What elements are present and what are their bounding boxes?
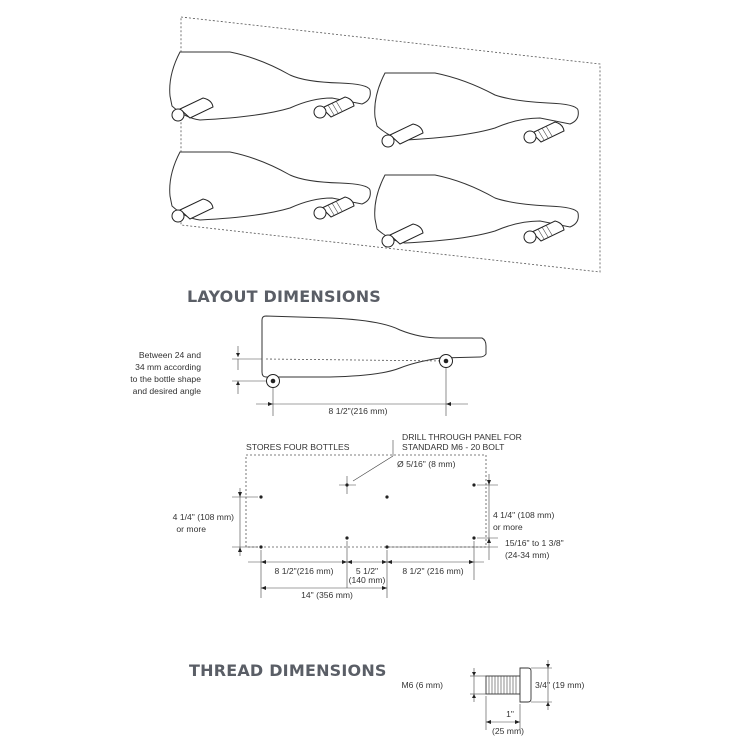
left-vertical-label-2: or more bbox=[176, 524, 206, 534]
thread-heading: THREAD DIMENSIONS bbox=[189, 661, 387, 680]
side-view-diagram: Between 24 and 34 mm according to the bo… bbox=[130, 315, 487, 416]
right-vertical-label-1: 4 1/4" (108 mm) bbox=[493, 510, 554, 520]
right-vertical-label-2: or more bbox=[493, 522, 523, 532]
bolt-icon bbox=[381, 123, 424, 148]
span-middle-label-1: 5 1/2" bbox=[356, 566, 378, 576]
drill-label-line-1: DRILL THROUGH PANEL FOR bbox=[402, 432, 522, 442]
span-middle-label-2: (140 mm) bbox=[349, 575, 386, 585]
side-bottle-outline bbox=[261, 315, 487, 378]
hole-marker bbox=[472, 536, 476, 540]
bolt-shank bbox=[485, 675, 521, 695]
side-note-line-2: 34 mm according bbox=[135, 362, 201, 372]
bolt-icon bbox=[523, 121, 565, 144]
bottle-bottom-right bbox=[374, 174, 579, 248]
bolt-icon bbox=[439, 354, 453, 368]
bolt-icon bbox=[171, 97, 214, 122]
bolt-icon bbox=[381, 223, 424, 248]
hole-diameter-label: Ø 5/16" (8 mm) bbox=[397, 459, 456, 469]
right-offset-label-2: (24-34 mm) bbox=[505, 550, 550, 560]
hole-marker bbox=[259, 495, 263, 499]
bottle-top-left bbox=[169, 51, 371, 122]
left-vertical-label-1: 4 1/4" (108 mm) bbox=[173, 512, 234, 522]
bolt-icon bbox=[523, 220, 565, 244]
bolt-icon bbox=[266, 374, 280, 388]
panel-outline bbox=[245, 454, 487, 548]
side-width-label: 8 1/2"(216 mm) bbox=[329, 406, 388, 416]
bolt-head bbox=[519, 667, 532, 703]
total-width-label: 14" (356 mm) bbox=[301, 590, 353, 600]
hole-marker bbox=[345, 483, 349, 487]
side-note-line-1: Between 24 and bbox=[139, 350, 201, 360]
bolt-icon bbox=[171, 198, 214, 223]
hole-marker bbox=[385, 545, 389, 549]
stores-label: STORES FOUR BOTTLES bbox=[246, 442, 350, 452]
bottle-bottom-left bbox=[169, 151, 371, 223]
hole-marker bbox=[259, 545, 263, 549]
front-plan-diagram: STORES FOUR BOTTLES DRILL THROUGH PANEL … bbox=[173, 432, 564, 600]
layout-heading: LAYOUT DIMENSIONS bbox=[187, 287, 381, 306]
thread-bolt-diagram: M6 (6 mm) 3/4" (19 mm) 1" (25 mm) bbox=[401, 660, 585, 736]
hole-marker bbox=[385, 495, 389, 499]
thread-length-label-1: 1" bbox=[506, 709, 514, 719]
drill-label-line-2: STANDARD M6 - 20 BOLT bbox=[402, 442, 505, 452]
side-note-line-3: to the bottle shape bbox=[130, 374, 201, 384]
hole-marker bbox=[345, 536, 349, 540]
thread-head-height-label: 3/4" (19 mm) bbox=[535, 680, 585, 690]
rack-isometric-illustration bbox=[169, 16, 601, 273]
thread-diameter-label: M6 (6 mm) bbox=[401, 680, 443, 690]
bolt-icon bbox=[313, 96, 355, 119]
bolt-icon bbox=[313, 196, 355, 220]
bottle-top-right bbox=[374, 72, 579, 148]
hole-marker bbox=[472, 483, 476, 487]
span-right-label: 8 1/2" (216 mm) bbox=[402, 566, 463, 576]
right-offset-label-1: 15/16" to 1 3/8" bbox=[505, 538, 564, 548]
side-note-line-4: and desired angle bbox=[133, 386, 202, 396]
thread-length-label-2: (25 mm) bbox=[492, 726, 524, 736]
span-left-label: 8 1/2"(216 mm) bbox=[275, 566, 334, 576]
